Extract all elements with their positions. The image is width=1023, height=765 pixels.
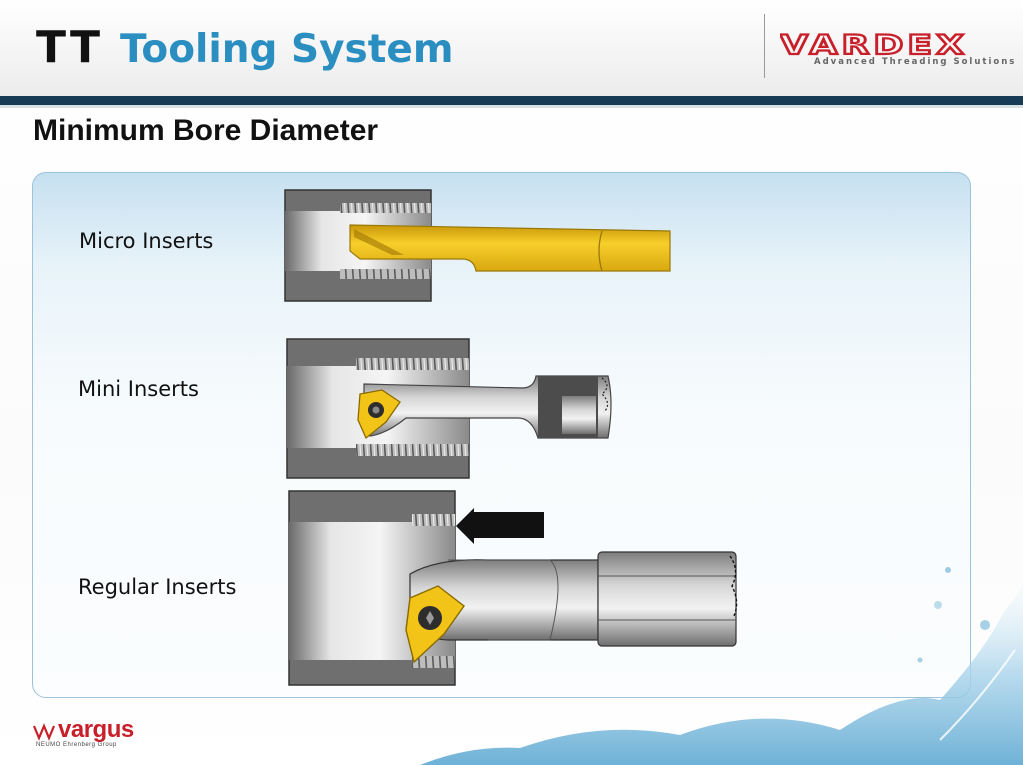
micro-inserts-illustration bbox=[284, 189, 671, 302]
vargus-logo-subtext: NEUMO Ehrenberg Group bbox=[36, 742, 117, 748]
header-rule-shadow bbox=[0, 105, 1023, 108]
mini-inserts-illustration bbox=[286, 338, 612, 479]
micro-thread-top bbox=[340, 203, 431, 213]
slide-title: Tooling System bbox=[120, 27, 454, 72]
regular-arrow-head bbox=[456, 508, 474, 544]
regular-thread-top bbox=[412, 514, 455, 526]
micro-inserts-label: Micro Inserts bbox=[79, 229, 214, 253]
regular-holder-shank bbox=[597, 551, 737, 647]
micro-thread-bottom bbox=[340, 269, 431, 279]
micro-tool-flute bbox=[354, 229, 404, 255]
header-divider bbox=[764, 14, 765, 78]
regular-arrow-body bbox=[474, 512, 544, 538]
mini-holder-clamp bbox=[562, 396, 596, 434]
vargus-logo-mark bbox=[32, 723, 56, 741]
mini-inserts-label: Mini Inserts bbox=[78, 377, 199, 401]
slide-subtitle: Minimum Bore Diameter bbox=[33, 114, 379, 147]
vardex-tagline: Advanced Threading Solutions bbox=[814, 57, 1017, 67]
regular-inserts-label: Regular Inserts bbox=[78, 575, 237, 599]
mini-insert-screw-head bbox=[372, 406, 380, 414]
micro-tool-shank bbox=[349, 224, 671, 272]
vargus-logo bbox=[32, 723, 56, 741]
header-rule bbox=[0, 96, 1023, 105]
mini-thread-top bbox=[356, 358, 469, 370]
regular-inserts-illustration bbox=[288, 490, 738, 686]
vardex-logo: VARDEX bbox=[780, 29, 968, 62]
tt-logo: TT bbox=[36, 22, 104, 73]
slide-header: TT Tooling System VARDEX Advanced Thread… bbox=[0, 0, 1023, 96]
mini-thread-bottom bbox=[356, 444, 469, 456]
vargus-logo-text: vargus bbox=[58, 716, 134, 743]
micro-tool-flat bbox=[598, 230, 603, 272]
splash-droplet bbox=[980, 620, 990, 630]
vardex-logo-text: VARDEX bbox=[780, 30, 968, 61]
